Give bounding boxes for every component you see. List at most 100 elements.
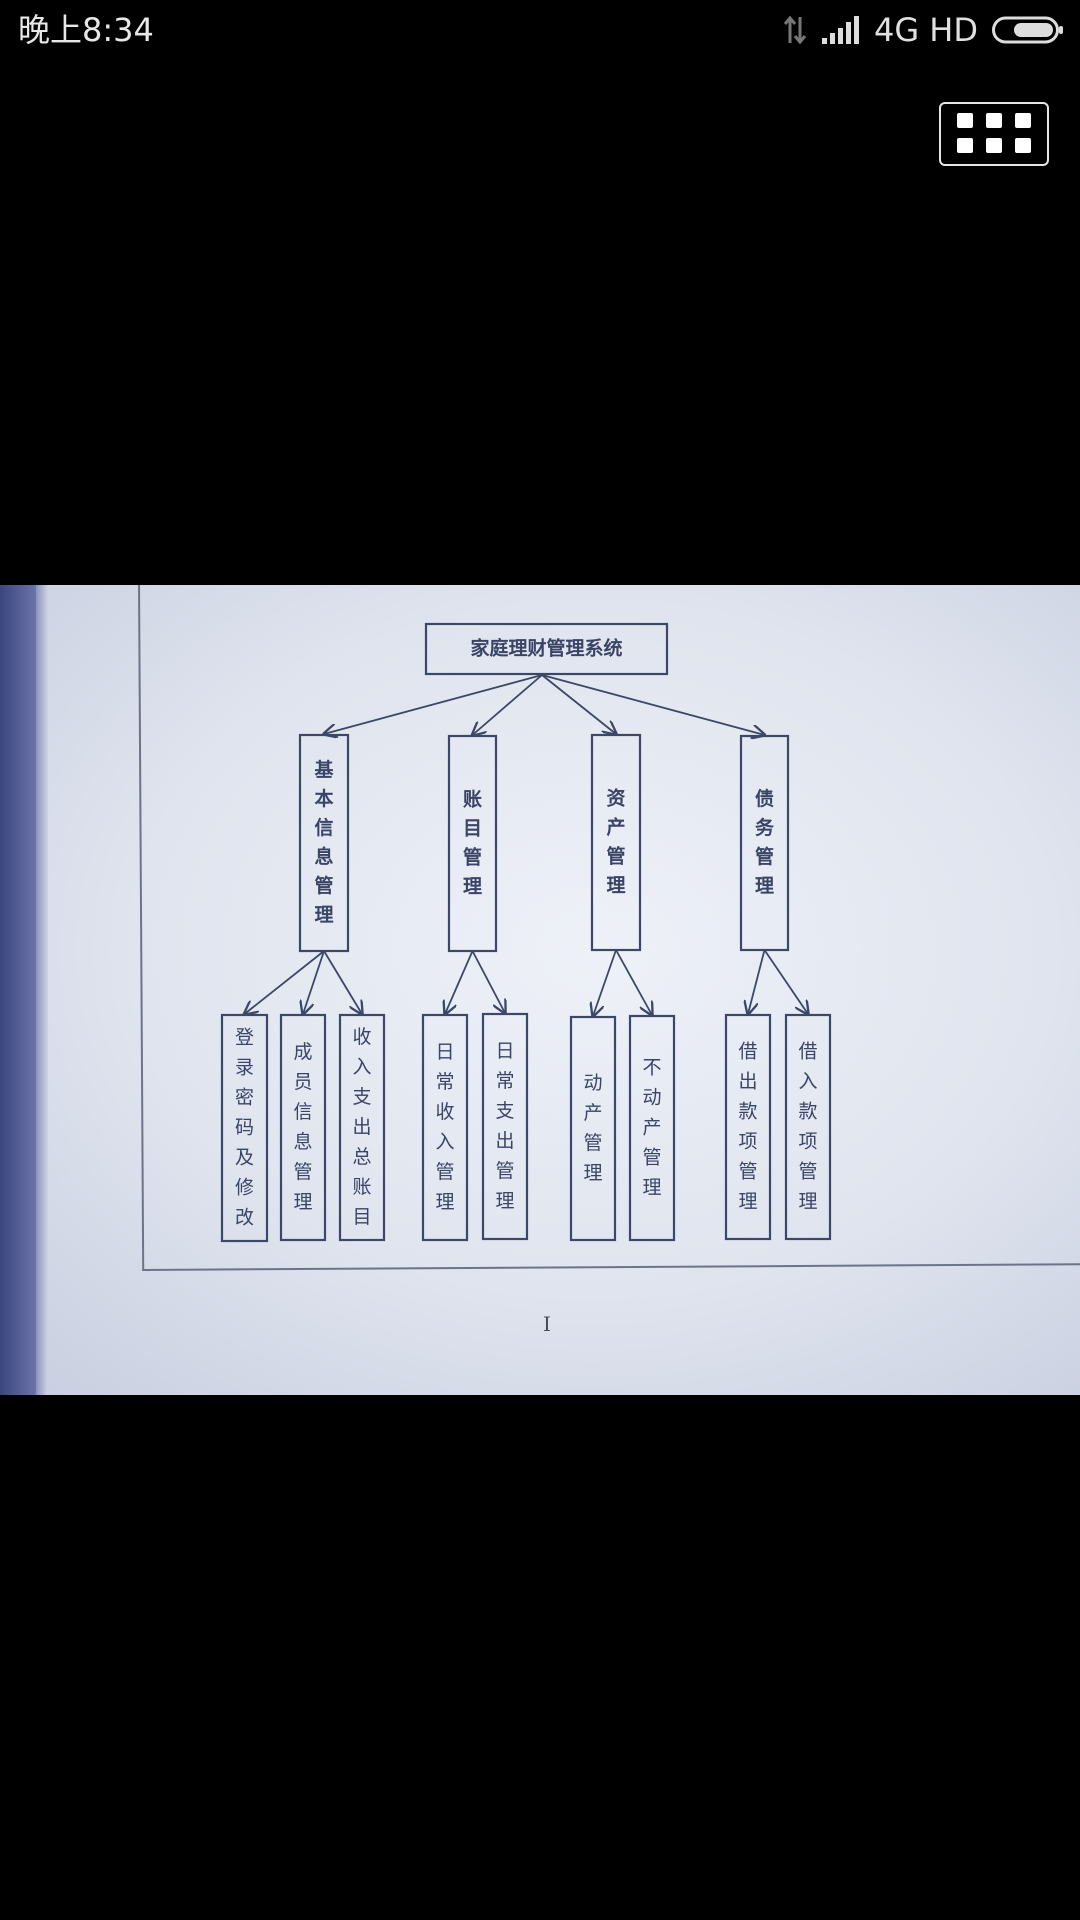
diagram-leaf-box [569,1015,617,1242]
diagram-leaf-label-char: 日 [435,1041,454,1063]
diagram-leaf-label-char: 常 [495,1070,514,1092]
hierarchy-diagram: 家庭理财管理系统基本信息管理登录密码及修改成员信息管理收入支出总账目账目管理日常… [220,622,832,1243]
diagram-leaf-label-char: 支 [495,1100,514,1122]
diagram-leaf-label-char: 管 [798,1161,817,1183]
diagram-leaf-box [628,1014,676,1242]
data-arrows-icon [782,15,808,45]
diagram-edge [445,950,474,1014]
diagram-leaf-label-char: 码 [235,1117,254,1139]
photo-edge-shadow [0,585,36,1395]
diagram-leaf-label-char: 管 [642,1147,661,1169]
diagram-leaf-label-char: 改 [235,1207,254,1229]
diagram-leaf-label-char: 管 [435,1161,454,1183]
diagram-branch-label-char: 理 [755,875,774,897]
diagram-leaf-label-char: 账 [352,1176,371,1198]
diagram-leaf-label-char: 录 [235,1057,254,1079]
diagram-leaf-box [338,1013,386,1242]
diagram-leaf-label-char: 出 [495,1130,514,1152]
diagram-leaf-label-char: 目 [352,1206,371,1228]
diagram-edge [473,674,543,735]
diagram-leaf-label-char: 产 [642,1117,661,1139]
diagram-branch-label-char: 基 [313,758,334,781]
diagram-leaf-label-char: 员 [293,1071,312,1093]
diagram-leaf-label-char: 成 [293,1041,312,1063]
diagram-root-label: 家庭理财管理系统 [470,637,622,660]
photo-edge-highlight [36,585,48,1395]
diagram-branch-label-char: 目 [463,818,482,840]
diagram-leaf-label-char: 息 [293,1131,312,1153]
diagram-leaf-label-char: 常 [435,1071,454,1093]
diagram-leaf-label-char: 理 [738,1191,757,1213]
diagram-leaf-label-char: 入 [435,1131,454,1153]
diagram-leaf-label-char: 动 [583,1072,602,1094]
diagram-leaf-label-char: 项 [798,1131,817,1153]
diagram-branch-label-char: 信 [314,816,333,839]
diagram-leaf-box [724,1013,772,1241]
battery-icon [992,15,1064,45]
diagram-leaf-label-char: 理 [798,1191,817,1213]
status-time: 晚上8:34 [18,11,154,49]
diagram-leaf-label-char: 日 [495,1040,514,1062]
photo-viewport[interactable]: 家庭理财管理系统基本信息管理登录密码及修改成员信息管理收入支出总账目账目管理日常… [0,585,1080,1395]
diagram-leaf-box [784,1013,832,1241]
diagram-branch-box [590,733,642,952]
signal-icon [821,16,860,44]
diagram-leaf-label-char: 出 [738,1071,757,1093]
diagram-leaf-label-char: 修 [235,1177,254,1199]
diagram-leaf-label-char: 出 [352,1116,371,1138]
diagram-root-box [424,622,669,676]
diagram-leaf-label-char: 理 [293,1191,312,1213]
diagram-branch-label-char: 息 [314,845,333,868]
grid-button[interactable] [939,102,1049,166]
diagram-leaf-box [279,1013,327,1242]
diagram-branch-label-char: 资 [606,787,625,810]
diagram-branch-box [739,734,790,952]
diagram-edge [245,950,325,1014]
diagram-leaf-label-char: 款 [738,1101,757,1123]
diagram-leaf-box [220,1013,269,1243]
diagram-leaf-label-char: 总 [352,1146,371,1168]
text-cursor-icon: I [543,1312,551,1336]
diagram-branch-label-char: 管 [314,874,333,897]
diagram-edge [541,674,616,734]
diagram-leaf-label-char: 入 [352,1056,371,1078]
diagram-leaf-label-char: 产 [583,1102,602,1124]
diagram-edge [471,950,506,1013]
diagram-branch-label-char: 管 [606,845,625,868]
diagram-branch-label-char: 管 [755,845,774,868]
diagram-leaf-box [481,1012,529,1241]
diagram-leaf-label-char: 支 [352,1086,371,1108]
diagram-branch-label-char: 管 [463,846,482,869]
diagram-leaf-label-char: 入 [798,1071,817,1093]
diagram-leaf-label-char: 登 [235,1027,254,1049]
diagram-edge [323,950,362,1014]
diagram-branch-label-char: 务 [755,816,775,839]
diagram-branch-label-char: 账 [463,789,482,811]
diagram-edge [593,949,617,1016]
diagram-leaf-label-char: 密 [235,1087,254,1109]
diagram-leaf-label-char: 及 [235,1147,254,1169]
diagram-leaf-label-char: 项 [738,1131,757,1153]
grid-icon [957,113,1031,153]
diagram-leaf-label-char: 管 [293,1161,312,1183]
diagram-branch-label-char: 理 [606,875,625,897]
diagram-leaf-label-char: 收 [352,1026,371,1048]
diagram-leaf-label-char: 理 [583,1162,602,1184]
diagram-edge [303,950,325,1014]
diagram-edge [324,674,543,734]
diagram-leaf-label-char: 理 [435,1191,454,1213]
diagram-leaf-label-char: 动 [642,1087,661,1109]
diagram-leaf-label-char: 借 [798,1041,817,1063]
diagram-leaf-label-char: 管 [583,1132,602,1154]
diagram-edge [541,674,765,735]
status-indicators: 4G HD [782,12,1064,48]
diagram-edge [763,949,809,1014]
diagram-edge [615,949,652,1015]
diagram-leaf-label-char: 收 [435,1101,454,1123]
diagram-branch-label-char: 债 [755,787,774,810]
diagram-leaf-label-char: 不 [642,1057,661,1079]
diagram-leaf-label-char: 借 [738,1041,757,1063]
diagram-leaf-label-char: 管 [738,1161,757,1183]
diagram-edge [748,949,766,1014]
diagram-leaf-label-char: 管 [495,1160,514,1182]
